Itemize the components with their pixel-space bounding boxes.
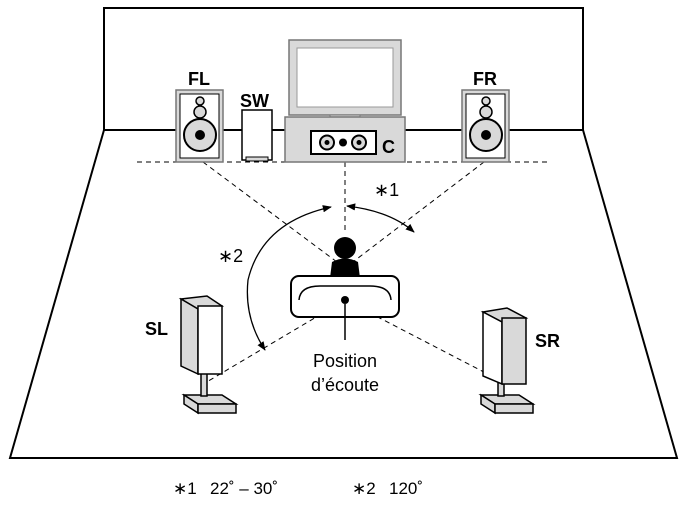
surround-right-speaker bbox=[478, 307, 536, 415]
angle-arcs bbox=[246, 203, 415, 351]
label-fl: FL bbox=[188, 69, 210, 89]
footnote-1-marker: ∗1 bbox=[173, 479, 197, 498]
footnote-2-value: 120˚ bbox=[389, 479, 423, 498]
listening-position-label-line1: Position bbox=[313, 351, 377, 371]
angle-marker-1: ∗1 bbox=[374, 180, 399, 200]
label-sw: SW bbox=[240, 91, 269, 111]
label-c: C bbox=[382, 137, 395, 157]
footnote-2-marker: ∗2 bbox=[352, 479, 376, 498]
label-sr: SR bbox=[535, 331, 560, 351]
front-left-speaker bbox=[175, 89, 224, 163]
listener bbox=[330, 237, 360, 278]
listening-position-label-line2: d’écoute bbox=[311, 375, 379, 395]
subwoofer bbox=[241, 109, 273, 162]
center-speaker bbox=[284, 116, 406, 163]
sofa bbox=[290, 275, 400, 340]
label-sl: SL bbox=[145, 319, 168, 339]
surround-left-speaker bbox=[178, 295, 239, 415]
angle-marker-2: ∗2 bbox=[218, 246, 243, 266]
label-fr: FR bbox=[473, 69, 497, 89]
television bbox=[288, 39, 402, 120]
front-right-speaker bbox=[461, 89, 510, 163]
footnote-1-value: 22˚ – 30˚ bbox=[210, 479, 278, 498]
